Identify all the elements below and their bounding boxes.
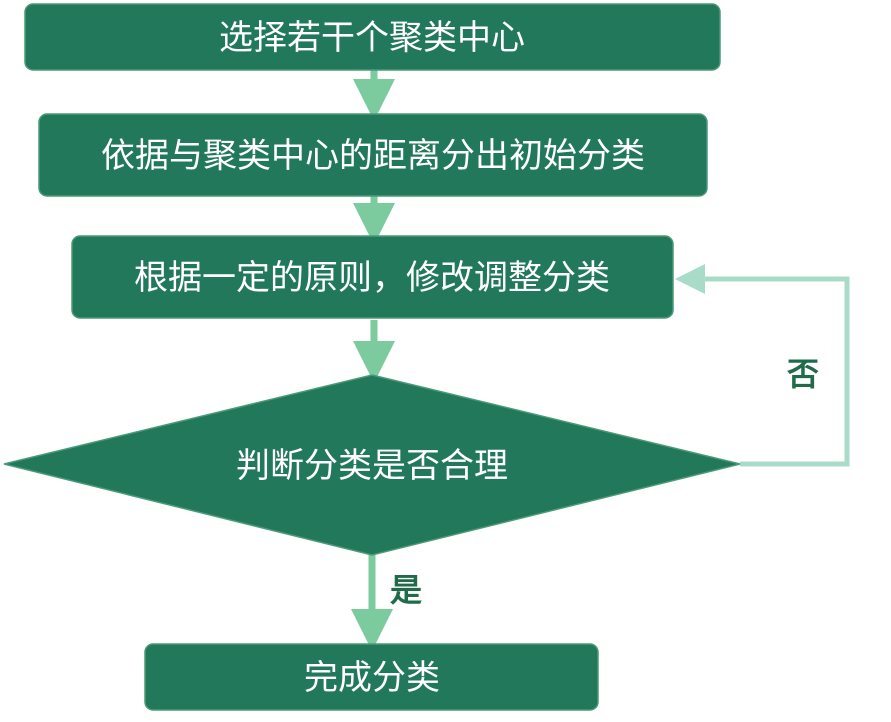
- node-select-centers-label: 选择若干个聚类中心: [219, 18, 525, 58]
- decision-classification-reasonable-label: 判断分类是否合理: [236, 446, 508, 486]
- decision-classification-reasonable: 判断分类是否合理: [3, 374, 741, 556]
- edge-label-no: 否: [787, 355, 819, 393]
- node-adjust-classification: 根据一定的原则，修改调整分类: [71, 235, 674, 319]
- loop-arrow-no: [675, 264, 850, 467]
- node-initial-classification: 依据与聚类中心的距离分出初始分类: [38, 113, 708, 197]
- node-complete-classification: 完成分类: [144, 643, 599, 711]
- node-select-centers: 选择若干个聚类中心: [24, 3, 721, 71]
- edge-label-yes: 是: [390, 571, 422, 609]
- node-initial-classification-label: 依据与聚类中心的距离分出初始分类: [101, 136, 645, 176]
- node-adjust-classification-label: 根据一定的原则，修改调整分类: [134, 258, 610, 298]
- node-complete-classification-label: 完成分类: [304, 658, 440, 698]
